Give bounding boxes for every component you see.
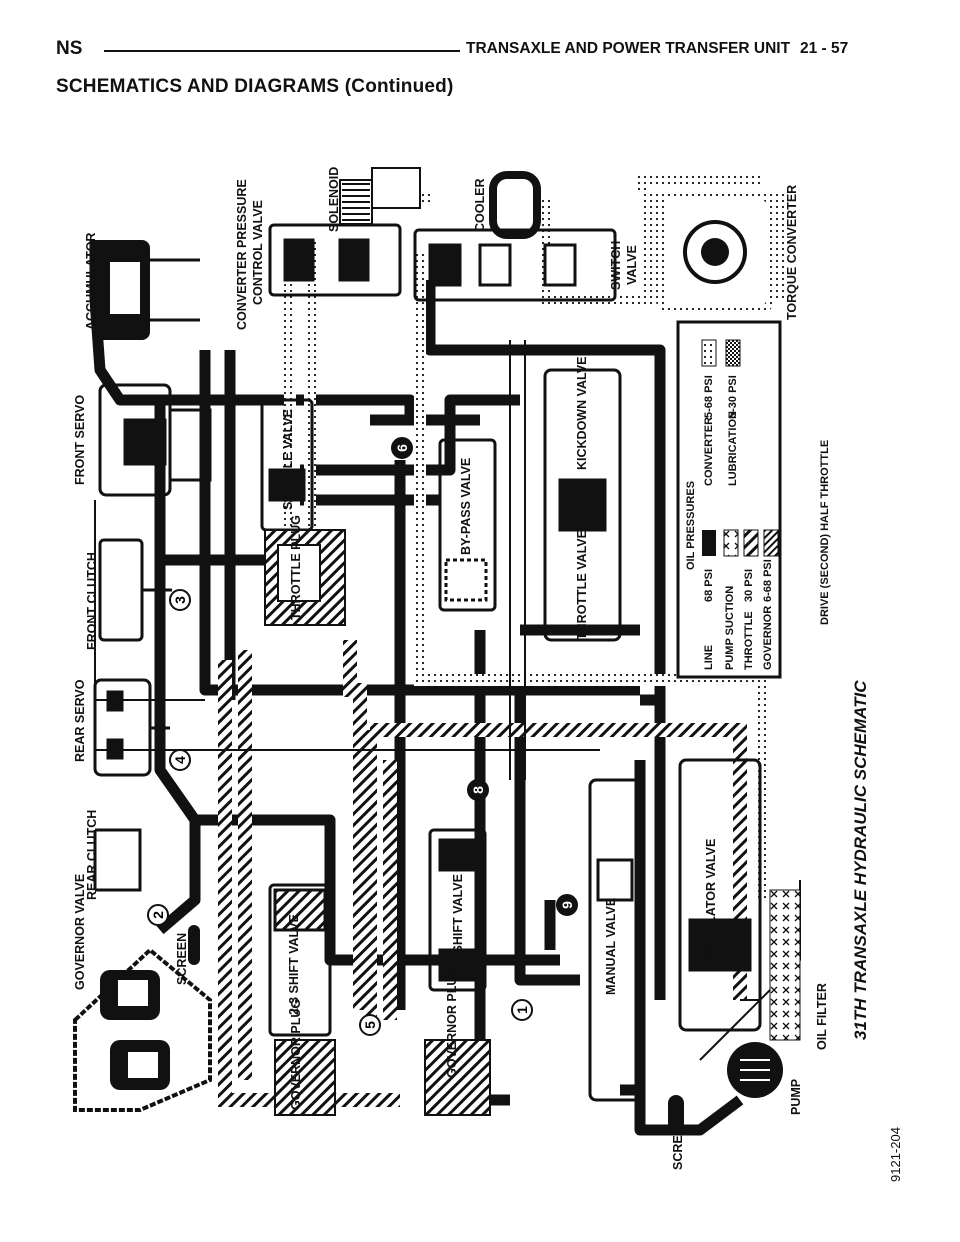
- label-bypass-valve: BY-PASS VALVE: [459, 458, 473, 555]
- converter-pressure-control-valve: [268, 223, 402, 297]
- pump: [727, 1042, 783, 1098]
- kickdown-valve: [543, 368, 622, 642]
- label-valve: VALVE: [625, 245, 639, 285]
- legend-lubrication-value: 5-30 PSI: [727, 375, 739, 418]
- label-governor-plug-left: GOVERNOR PLUG: [289, 999, 303, 1110]
- governor-valve: [73, 947, 212, 1112]
- label-shuttle-valve: SHUTTLE VALVE: [281, 409, 295, 510]
- screen-left: [188, 925, 200, 965]
- label-switch: SWITCH: [609, 241, 623, 290]
- label-regulator-valve: REGULATOR VALVE: [704, 839, 718, 960]
- label-pump: PUMP: [789, 1079, 803, 1115]
- legend-line-name: LINE: [703, 645, 715, 670]
- accumulator: [92, 240, 200, 340]
- label-throttle-plug: THROTTLE PLUG: [289, 515, 303, 620]
- circle-1: 1: [514, 1006, 530, 1014]
- front-servo: [98, 383, 212, 497]
- legend-heading: OIL PRESSURES: [685, 481, 697, 570]
- label-rear-servo: REAR SERVO: [73, 679, 87, 762]
- legend-governor-value: 6-68 PSI: [762, 559, 774, 602]
- legend-swatch-line: [702, 530, 716, 556]
- legend-converter-name: CONVERTER: [703, 417, 715, 486]
- front-clutch: [98, 538, 172, 642]
- shuttle-valve: [260, 398, 314, 532]
- legend-governor-name: GOVERNOR: [762, 606, 774, 670]
- legend-swatch-pump-suction: [723, 529, 739, 557]
- bypass-valve: [438, 438, 497, 612]
- manual-valve: [588, 778, 642, 1102]
- label-shift-valve-2-3: 2-3 SHIFT VALVE: [287, 914, 301, 1015]
- section-subheader: SCHEMATICS AND DIAGRAMS (Continued): [56, 76, 454, 97]
- cooler: [489, 171, 541, 239]
- rear-clutch: [93, 828, 142, 892]
- circle-4: 4: [172, 756, 188, 764]
- label-manual-valve: MANUAL VALVE: [604, 898, 618, 995]
- oil-filter: [769, 889, 801, 1041]
- circle-2: 2: [150, 911, 166, 919]
- circle-9: 9: [559, 901, 575, 909]
- label-front-clutch: FRONT CLUTCH: [85, 552, 99, 650]
- solenoid: [339, 167, 421, 225]
- label-screen-bottom: SCREEN: [671, 1118, 685, 1170]
- label-governor-plug-right: GOVERNOR PLUG: [445, 967, 459, 1078]
- rear-servo: [93, 678, 170, 777]
- throttle-plug: [264, 529, 346, 626]
- legend-throttle-value: 30 PSI: [743, 569, 755, 602]
- legend-converter-value: 5-68 PSI: [703, 375, 715, 418]
- legend-swatch-governor: [763, 529, 779, 557]
- legend-swatch-lubrication: [725, 339, 741, 367]
- circle-8: 8: [470, 786, 486, 794]
- label-control-valve: CONTROL VALVE: [251, 200, 265, 305]
- label-accumulator: ACCUMULATOR: [84, 233, 98, 330]
- switch-valve: [413, 228, 617, 302]
- legend-line-value: 68 PSI: [703, 569, 715, 602]
- oil-pressure-legend: OIL PRESSURES LINE 68 PSI PUMP SUCTION T…: [676, 320, 831, 679]
- torque-converter: [656, 191, 774, 314]
- diagram-caption: 31TH TRANSAXLE HYDRAULIC SCHEMATIC: [851, 680, 870, 1040]
- circle-markers: 1 2 3 4 5 6 8 9: [147, 437, 578, 1036]
- legend-lubrication-name: LUBRICATION: [727, 411, 739, 486]
- label-torque-converter: TORQUE CONVERTER: [785, 185, 799, 320]
- legend-swatch-converter: [701, 339, 717, 367]
- label-oil-filter: OIL FILTER: [815, 983, 829, 1050]
- governor-plug-left: [274, 1039, 336, 1116]
- screen-bottom: [668, 1095, 684, 1135]
- legend-throttle-name: THROTTLE: [743, 611, 755, 670]
- label-rear-clutch: REAR CLUTCH: [85, 810, 99, 900]
- label-cooler: COOLER: [473, 179, 487, 232]
- page-number: 21 - 57: [800, 40, 849, 57]
- figure-id: 9121-204: [888, 1127, 903, 1182]
- label-throttle-valve: THROTTLE VALVE: [575, 530, 589, 640]
- section-code: NS: [56, 38, 83, 59]
- label-front-servo: FRONT SERVO: [73, 395, 87, 485]
- legend-condition: DRIVE (SECOND) HALF THROTTLE: [819, 440, 831, 625]
- label-shift-valve-1-2: 1-2 SHIFT VALVE: [451, 874, 465, 975]
- governor-plug-right: [424, 1039, 491, 1116]
- label-converter-pressure: CONVERTER PRESSURE: [235, 179, 249, 330]
- label-governor-valve: GOVERNOR VALVE: [73, 874, 87, 990]
- regulator-valve: [678, 758, 762, 1032]
- header-rule: [104, 50, 460, 52]
- legend-pump-suction-name: PUMP SUCTION: [724, 586, 736, 670]
- label-kickdown-valve: KICKDOWN VALVE: [575, 357, 589, 470]
- legend-swatch-throttle: [743, 529, 759, 557]
- label-solenoid: SOLENOID: [327, 167, 341, 232]
- label-screen-left: SCREEN: [175, 933, 189, 985]
- circle-6: 6: [394, 444, 410, 452]
- header-title: TRANSAXLE AND POWER TRANSFER UNIT: [466, 40, 791, 57]
- circle-3: 3: [172, 596, 188, 604]
- shift-valve-1-2: [428, 828, 487, 992]
- shift-valve-2-3: [268, 883, 332, 1037]
- circle-5: 5: [362, 1021, 378, 1029]
